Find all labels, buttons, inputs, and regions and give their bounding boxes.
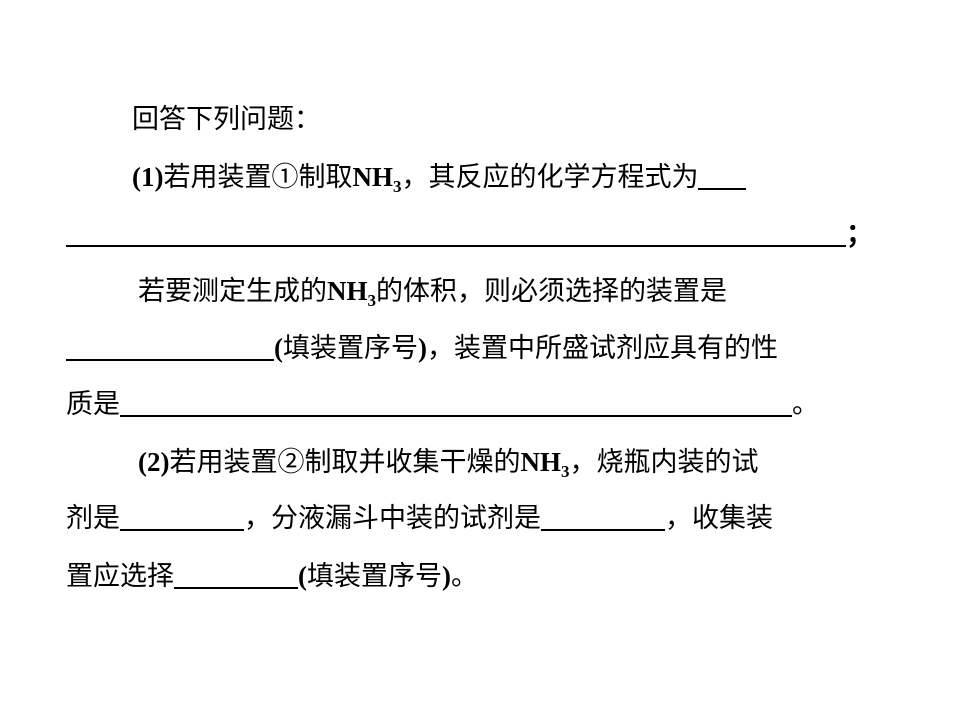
q1-line-1: (1)若用装置①制取NH3，其反应的化学方程式为 bbox=[132, 159, 747, 196]
q1-text-5: ，装置中所盛试剂应具有的性 bbox=[427, 333, 778, 364]
q2-text-2: ，烧瓶内装的试 bbox=[569, 447, 759, 478]
q2-text-6: 置应选择 bbox=[66, 561, 174, 592]
q2-line-2: 剂是 ，分液漏斗中装的试剂是 ，收集装 bbox=[66, 501, 773, 537]
q2-number: (2) bbox=[138, 447, 170, 477]
intro-line: 回答下列问题： bbox=[132, 102, 321, 138]
q1-line-2: ； bbox=[66, 216, 873, 252]
q2-text-1: 若用装置②制取并收集干燥的 bbox=[169, 447, 521, 478]
q1-text-4: 的体积，则必须选择的装置是 bbox=[376, 276, 727, 307]
q2-text-4: ，分液漏斗中装的试剂是 bbox=[244, 503, 541, 534]
q2-line-1: (2)若用装置②制取并收集干燥的NH3，烧瓶内装的试 bbox=[138, 444, 758, 480]
q1-line-3: 若要测定生成的NH3的体积，则必须选择的装置是 bbox=[138, 273, 727, 309]
period: 。 bbox=[451, 561, 478, 592]
q1-text-6: 质是 bbox=[66, 389, 120, 420]
q1-number: (1) bbox=[132, 162, 164, 192]
hint-text: 填装置序号 bbox=[307, 561, 442, 592]
intro-text: 回答下列问题： bbox=[132, 104, 321, 135]
nh3-formula: NH3 bbox=[327, 276, 376, 310]
semicolon: ； bbox=[846, 219, 873, 249]
q1-line-5: 质是 。 bbox=[66, 387, 819, 423]
funnel-reagent-blank[interactable] bbox=[541, 501, 665, 531]
reagent-property-blank[interactable] bbox=[120, 387, 792, 417]
q1-line-4: (填装置序号)，装置中所盛试剂应具有的性 bbox=[66, 330, 778, 366]
equation-blank-start[interactable] bbox=[698, 160, 747, 190]
device-number-blank[interactable] bbox=[66, 331, 274, 361]
q2-text-3: 剂是 bbox=[66, 503, 120, 534]
hint-text: 填装置序号 bbox=[283, 333, 418, 364]
collection-device-blank[interactable] bbox=[174, 559, 298, 589]
q1-text-1: 若用装置①制取 bbox=[163, 162, 353, 193]
nh3-formula: NH3 bbox=[352, 162, 402, 196]
q1-text-3: 若要测定生成的 bbox=[138, 276, 327, 307]
flask-reagent-blank[interactable] bbox=[120, 501, 244, 531]
q1-text-2: ，其反应的化学方程式为 bbox=[401, 162, 699, 193]
equation-answer-blank[interactable] bbox=[66, 217, 846, 247]
q2-text-5: ，收集装 bbox=[665, 503, 773, 534]
q2-line-3: 置应选择(填装置序号)。 bbox=[66, 559, 478, 592]
period: 。 bbox=[792, 389, 819, 420]
nh3-formula: NH3 bbox=[520, 447, 570, 481]
